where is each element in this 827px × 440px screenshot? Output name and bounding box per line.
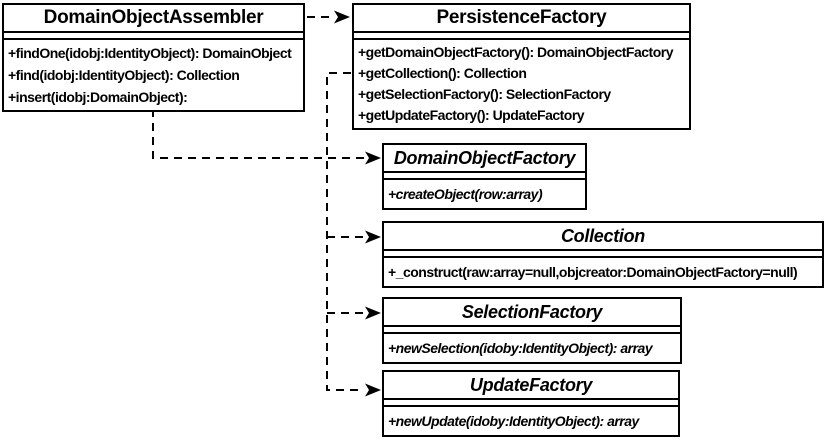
- arrow-persistencefactory-to-selectionfactory: [327, 306, 381, 320]
- class-attributes-compartment: [384, 173, 585, 180]
- class-box-updatefactory: UpdateFactory +newUpdate(idoby:IdentityO…: [382, 370, 680, 437]
- method: +newSelection(idoby:IdentityObject): arr…: [388, 340, 653, 356]
- class-methods-compartment: +_construct(raw:array=null,objcreator:Do…: [384, 258, 822, 286]
- arrow-assembler-to-persistencefactory: [307, 10, 350, 24]
- class-title: UpdateFactory: [384, 372, 678, 400]
- method: +getDomainObjectFactory(): DomainObjectF…: [358, 44, 674, 60]
- class-attributes-compartment: [4, 33, 303, 40]
- class-attributes-compartment: [384, 251, 822, 258]
- class-title: Collection: [384, 223, 822, 251]
- class-title: DomainObjectAssembler: [4, 5, 303, 33]
- class-methods-compartment: +newUpdate(idoby:IdentityObject): array: [384, 407, 678, 435]
- class-methods-compartment: +getDomainObjectFactory(): DomainObjectF…: [354, 40, 689, 128]
- arrow-persistencefactory-to-updatefactory: [326, 72, 381, 397]
- method: +findOne(idobj:IdentityObject): DomainOb…: [8, 45, 292, 61]
- class-methods-compartment: +findOne(idobj:IdentityObject): DomainOb…: [4, 40, 303, 110]
- class-title: PersistenceFactory: [354, 5, 689, 33]
- class-box-domainobjectassembler: DomainObjectAssembler +findOne(idobj:Ide…: [2, 3, 305, 112]
- method: +newUpdate(idoby:IdentityObject): array: [388, 413, 639, 429]
- method: +getUpdateFactory(): UpdateFactory: [358, 107, 585, 123]
- class-attributes-compartment: [384, 400, 678, 407]
- method: +createObject(row:array): [388, 186, 543, 202]
- method: +_construct(raw:array=null,objcreator:Do…: [388, 264, 798, 280]
- class-box-collection: Collection +_construct(raw:array=null,ob…: [382, 221, 824, 288]
- class-attributes-compartment: [354, 33, 689, 40]
- class-methods-compartment: +createObject(row:array): [384, 180, 585, 208]
- method: +getCollection(): Collection: [358, 65, 527, 81]
- class-title: DomainObjectFactory: [384, 145, 585, 173]
- arrow-assembler-to-domainobjectfactory: [152, 109, 381, 165]
- class-methods-compartment: +newSelection(idoby:IdentityObject): arr…: [384, 334, 680, 362]
- class-box-domainobjectfactory: DomainObjectFactory +createObject(row:ar…: [382, 143, 587, 210]
- method: +insert(idobj:DomainObject):: [8, 89, 188, 105]
- method: +getSelectionFactory(): SelectionFactory: [358, 86, 611, 102]
- class-title: SelectionFactory: [384, 299, 680, 327]
- method: +find(idobj:IdentityObject): Collection: [8, 67, 240, 83]
- class-box-selectionfactory: SelectionFactory +newSelection(idoby:Ide…: [382, 297, 682, 364]
- arrow-persistencefactory-to-collection: [327, 230, 381, 244]
- class-box-persistencefactory: PersistenceFactory +getDomainObjectFacto…: [352, 3, 691, 130]
- class-attributes-compartment: [384, 327, 680, 334]
